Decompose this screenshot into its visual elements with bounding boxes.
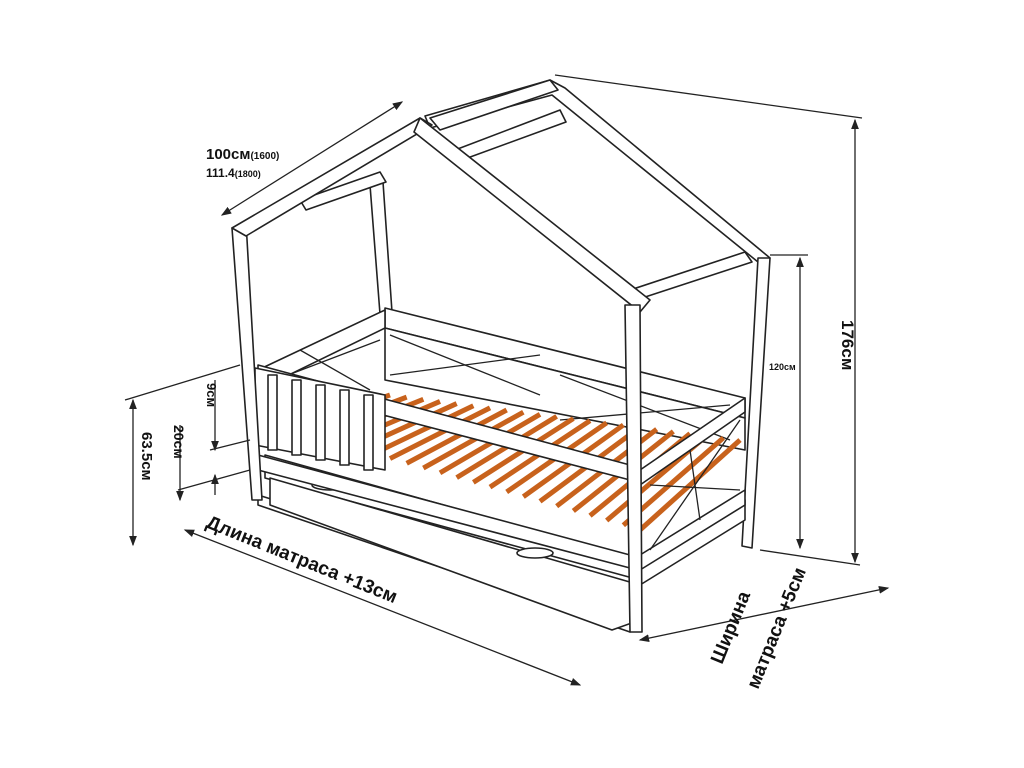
total-height-label: 176см [838,320,857,370]
slat [388,405,492,461]
slat [372,403,475,457]
bed-height-label: 63.5см [138,432,155,481]
slat [405,407,508,466]
dimension-lines [124,74,890,686]
width-label-line2: матраса +5см [743,565,811,692]
width-label-line1: Ширина [707,588,755,667]
mattress-height-label: 20см [171,425,187,459]
back-rail [257,307,746,451]
rail-bar [315,384,326,461]
roof-width-label: 100см(1600) [206,146,279,163]
rail-bar [267,374,278,451]
slat [422,409,525,471]
rail-bar [363,394,374,471]
side-height-label: 120см [769,362,796,372]
rail-gap-label: 9см [204,383,219,407]
rail-bar [339,389,350,466]
roof-width-1800-label: 111.4(1800) [206,166,261,180]
slat [638,438,742,532]
rail-bar [291,379,302,456]
